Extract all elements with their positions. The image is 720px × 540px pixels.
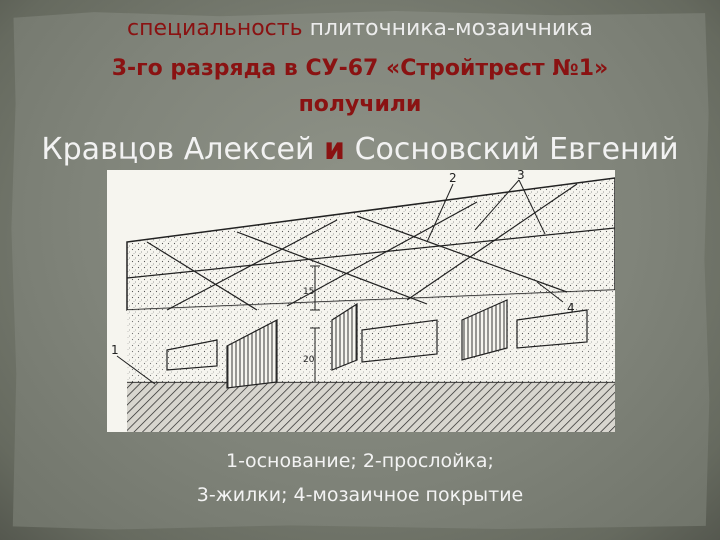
leader-lines bbox=[116, 179, 564, 385]
label-4: 4 bbox=[567, 301, 575, 315]
name-first: Кравцов Алексей bbox=[41, 132, 315, 167]
heading-specialty-word: специальность bbox=[127, 16, 303, 41]
caption-line-1: 1-основание; 2-прослойка; bbox=[226, 450, 494, 472]
mosaic-grid bbox=[126, 183, 616, 311]
heading-line-1: специальность плиточника-мозаичника bbox=[0, 16, 720, 41]
label-2: 2 bbox=[449, 171, 457, 185]
names-conjunction: и bbox=[324, 132, 346, 167]
recipient-names: Кравцов Алексей и Сосновский Евгений bbox=[0, 132, 720, 167]
caption-line-2: 3-жилки; 4-мозаичное покрытие bbox=[196, 484, 524, 506]
heading-line-2: 3-го разряда в СУ-67 «Стройтрест №1» bbox=[111, 56, 609, 81]
mosaic-floor-drawing: 15 20 1 2 3 4 bbox=[111, 168, 616, 432]
heading-line-3: получили bbox=[298, 92, 422, 117]
dimension-label-20: 20 bbox=[303, 355, 315, 365]
mosaic-floor-diagram: 15 20 1 2 3 4 bbox=[107, 168, 616, 432]
name-second: Сосновский Евгений bbox=[354, 132, 679, 167]
label-3: 3 bbox=[517, 170, 525, 182]
base-layer bbox=[127, 382, 615, 432]
dimension-label-15: 15 bbox=[303, 287, 314, 297]
mosaic-surface bbox=[126, 177, 616, 311]
heading-profession: плиточника-мозаичника bbox=[309, 16, 593, 41]
label-1: 1 bbox=[111, 343, 119, 357]
vein-strips bbox=[226, 299, 508, 389]
